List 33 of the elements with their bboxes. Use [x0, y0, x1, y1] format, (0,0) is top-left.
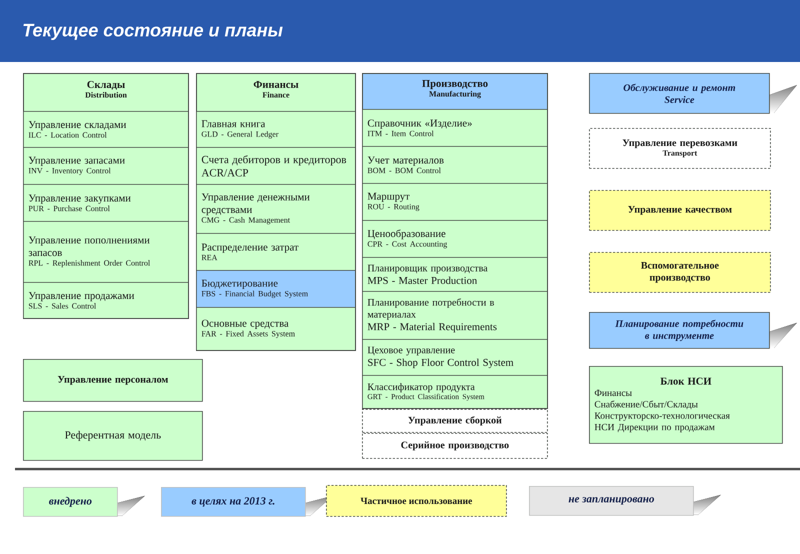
status-box: Управление перевозками Transport	[589, 128, 771, 169]
legend-box: в целях на 2013 г.	[161, 487, 306, 517]
status-box: Референтная модель	[23, 411, 203, 461]
table-cell: Главная книга GLD - General Ledger	[196, 111, 356, 148]
status-box: Вспомогательное производство	[589, 252, 771, 293]
table-cell: Цеховое управление SFC - Shop Floor Control System	[362, 339, 548, 376]
list-box: Блок НСИ Финансы Снабжение/Сбыт/Склады Конструкторско-технологическая НСИ Дирекции по продажам	[589, 366, 783, 444]
table-cell: Управление складами ILC - Location Control	[23, 111, 189, 148]
table-cell: Управление запасами INV - Inventory Control	[23, 147, 189, 185]
legend-box: внедрено	[23, 487, 118, 517]
table-cell: Бюджетирование FBS - Financial Budget System	[196, 270, 356, 308]
table-cell: Справочник «Изделие» ITM - Item Control	[362, 109, 548, 147]
table-cell: Планирование потребности в материалах MRP - Material Requirements	[362, 291, 548, 340]
table-cell: Управление пополнениями запасов RPL - Replenishment Order Control	[23, 221, 189, 283]
legend-box: не запланировано	[529, 486, 694, 516]
table-cell: Управление закупками PUR - Purchase Control	[23, 184, 189, 222]
table-cell: Распределение затрат REA	[196, 233, 356, 271]
status-box: Планирование потребности в инструменте	[589, 312, 770, 349]
table-cell: Ценообразование CPR - Cost Accounting	[362, 220, 548, 258]
status-box: Обслуживание и ремонт Service	[589, 73, 770, 114]
table-cell: Счета дебиторов и кредиторов ACR/ACP	[196, 147, 356, 185]
table-cell: Маршрут ROU - Routing	[362, 183, 548, 221]
status-box: Серийное производство	[362, 433, 548, 459]
table-cell: Учет материалов BOM - BOM Control	[362, 146, 548, 184]
status-box: Управление качеством	[589, 190, 771, 231]
table-cell: Основные средства FAR - Fixed Assets System	[196, 307, 356, 351]
legend-box: Частичное использование	[326, 485, 507, 517]
title-banner: Текущее состояние и планы	[0, 0, 800, 62]
status-box: Управление сборкой	[362, 409, 548, 433]
table-cell: Управление денежными средствами CMG - Cash Management	[196, 184, 356, 234]
status-box: Управление персоналом	[23, 359, 203, 402]
table-cell: Управление продажами SLS - Sales Control	[23, 282, 189, 319]
table-cell: Планировщик производства MPS - Master Production	[362, 257, 548, 292]
